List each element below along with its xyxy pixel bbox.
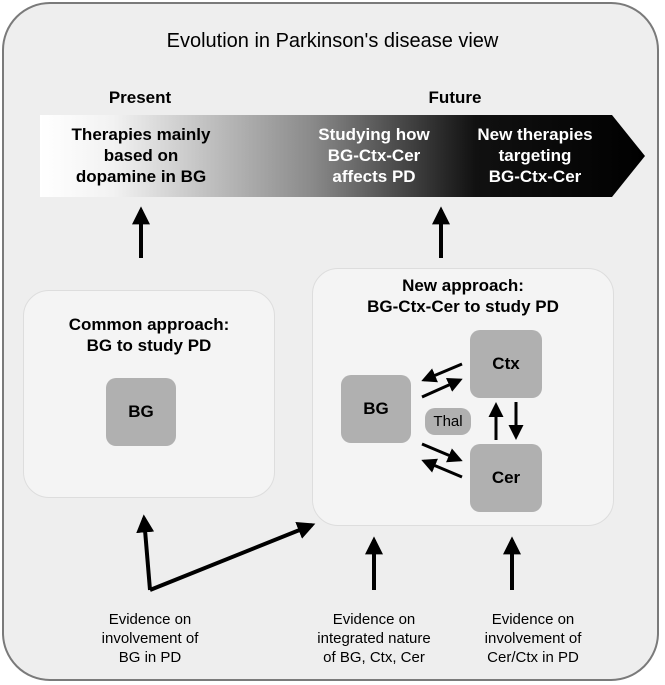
future-label: Future xyxy=(428,88,482,107)
arrow-bg-to-cer xyxy=(421,442,463,463)
thal-box: Thal xyxy=(425,408,471,435)
stage-new-therapies-text: New therapies targeting BG-Ctx-Cer xyxy=(477,125,593,186)
evidence-integrated: Evidence on integrated nature of BG, Ctx… xyxy=(317,611,431,666)
new-bg-box: BG xyxy=(341,375,411,443)
present-label: Present xyxy=(108,88,172,107)
timeline-banner xyxy=(40,115,645,197)
stage-studying-text: Studying how BG-Ctx-Cer affects PD xyxy=(318,125,430,186)
arrow-evidence-bg-common xyxy=(136,514,155,591)
ctx-box: Ctx xyxy=(470,330,542,398)
evidence-bg: Evidence on involvement of BG in PD xyxy=(101,611,199,666)
common-approach-title: Common approach: BG to study PD xyxy=(68,315,230,355)
common-bg-box: BG xyxy=(106,378,176,446)
stage-present-text: Therapies mainly based on dopamine in BG xyxy=(71,125,211,186)
evidence-cer-ctx: Evidence on involvement of Cer/Ctx in PD xyxy=(484,611,582,666)
new-approach-title: New approach: BG-Ctx-Cer to study PD xyxy=(367,276,559,316)
diagram-title: Evolution in Parkinson's disease view xyxy=(166,30,499,52)
arrow-evidence-bg-new xyxy=(149,522,316,592)
arrow-cer-to-bg xyxy=(421,458,463,479)
arrow-bg-to-ctx xyxy=(421,378,463,399)
cer-box: Cer xyxy=(470,444,542,512)
arrow-ctx-to-bg xyxy=(421,362,463,383)
